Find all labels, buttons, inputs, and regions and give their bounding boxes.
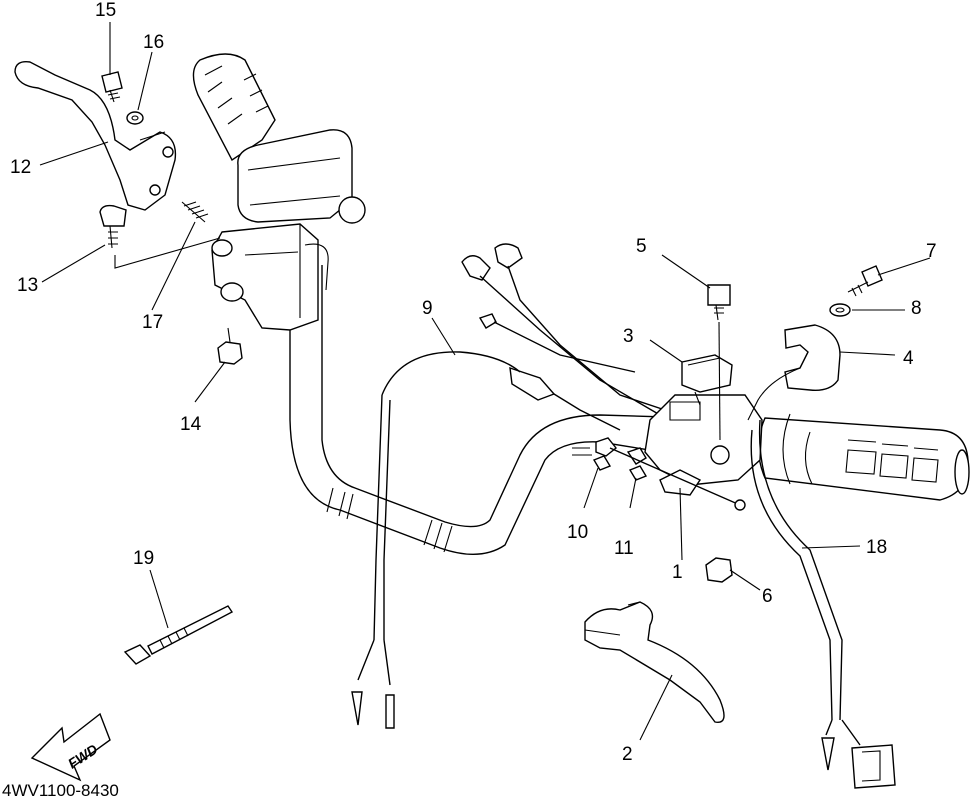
spring-17 (181, 201, 209, 223)
callout-9: 9 (422, 298, 433, 319)
callout-12: 12 (10, 157, 31, 178)
adjusters (592, 437, 746, 511)
callout-3: 3 (623, 326, 634, 347)
callout-17: 17 (142, 312, 163, 333)
brake-switch-wires (461, 243, 666, 431)
cover-4 (747, 324, 841, 421)
callout-16: 16 (143, 32, 164, 53)
left-grip (192, 53, 276, 162)
callout-4: 4 (903, 348, 914, 369)
callout-19: 19 (133, 548, 154, 569)
callout-1: 1 (672, 562, 683, 583)
nut-14 (217, 327, 243, 365)
screw-7 (847, 265, 883, 297)
callout-14: 14 (180, 414, 202, 435)
master-cylinder (211, 129, 366, 331)
callout-11: 11 (614, 538, 634, 559)
callout-labels: 15 16 12 13 17 14 9 5 7 8 3 4 10 11 1 18… (10, 0, 937, 765)
nut-6 (705, 557, 733, 583)
right-grip (757, 413, 970, 501)
handlebar (289, 265, 701, 556)
callout-8: 8 (911, 298, 922, 319)
washer-16 (126, 111, 144, 125)
callout-5: 5 (636, 236, 647, 257)
throttle-cable (351, 351, 521, 729)
callout-2: 2 (622, 744, 633, 765)
bolt-13 (99, 204, 127, 249)
callout-15: 15 (95, 0, 116, 21)
screw-5 (707, 284, 731, 441)
callout-13: 13 (17, 275, 38, 296)
callout-7: 7 (926, 241, 937, 262)
callout-18: 18 (866, 537, 887, 558)
washer-8-hole (835, 307, 845, 313)
brake-lever (14, 61, 177, 211)
part-code: 4WV1100-8430 (2, 781, 119, 799)
throttle-housing (644, 394, 763, 496)
bolt-15 (101, 71, 123, 103)
callout-6: 6 (762, 586, 773, 607)
callout-10: 10 (567, 522, 588, 543)
cable-tie-19 (123, 605, 234, 665)
leader-lines (39, 22, 931, 741)
lever-2 (584, 601, 725, 724)
forward-arrow: FWD (30, 712, 111, 782)
washer-8 (829, 303, 851, 317)
washer-16-hole (131, 115, 139, 121)
cable-18 (750, 419, 896, 789)
